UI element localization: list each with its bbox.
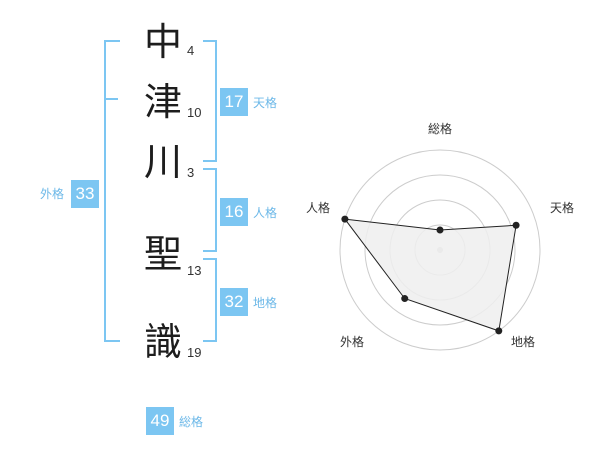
stroke-count-3: 3: [187, 165, 195, 180]
radar-point-1: [436, 226, 444, 234]
radar-ring: [339, 149, 541, 351]
stroke-count-1: 4: [187, 43, 195, 58]
radar-label-soukaku: 総格: [428, 121, 452, 136]
tenkaku-badge: 17: [220, 88, 248, 116]
radar-label-jinkaku: 人格: [306, 200, 330, 215]
gaikaku-bracket-tick: [104, 98, 118, 100]
radar-point-5: [341, 215, 349, 223]
tenkaku-bracket: [203, 40, 217, 162]
chikaku-label: 地格: [253, 296, 278, 310]
radar-label-tenkaku: 天格: [550, 200, 574, 215]
jinkaku-label: 人格: [253, 206, 278, 220]
chikaku-badge: 32: [220, 288, 248, 316]
stroke-count-2: 10: [187, 105, 202, 120]
stroke-count-4: 13: [187, 263, 202, 278]
radar-label-chikaku: 地格: [511, 334, 535, 349]
name-char-2: 津: [143, 80, 182, 124]
chikaku-bracket: [203, 258, 217, 342]
name-char-3: 川: [143, 140, 182, 184]
radar-point-2: [512, 221, 520, 229]
stroke-count-5: 19: [187, 345, 202, 360]
soukaku-badge: 49: [146, 407, 174, 435]
soukaku-label: 総格: [179, 415, 204, 429]
radar-ring: [364, 174, 516, 326]
name-char-1: 中: [143, 20, 182, 64]
jinkaku-badge: 16: [220, 198, 248, 226]
radar-points: [341, 215, 520, 335]
jinkaku-bracket: [203, 168, 217, 252]
radar-point-3: [495, 327, 503, 335]
gaikaku-bracket: [104, 40, 120, 342]
radar-polygon: [343, 218, 517, 332]
gaikaku-badge: 33: [71, 180, 99, 208]
name-char-5: 識: [143, 320, 182, 364]
radar-label-gaikaku: 外格: [340, 334, 364, 349]
name-char-4: 聖: [143, 232, 182, 276]
tenkaku-label: 天格: [253, 96, 278, 110]
gaikaku-label: 外格: [40, 187, 65, 201]
radar-point-4: [401, 295, 409, 303]
